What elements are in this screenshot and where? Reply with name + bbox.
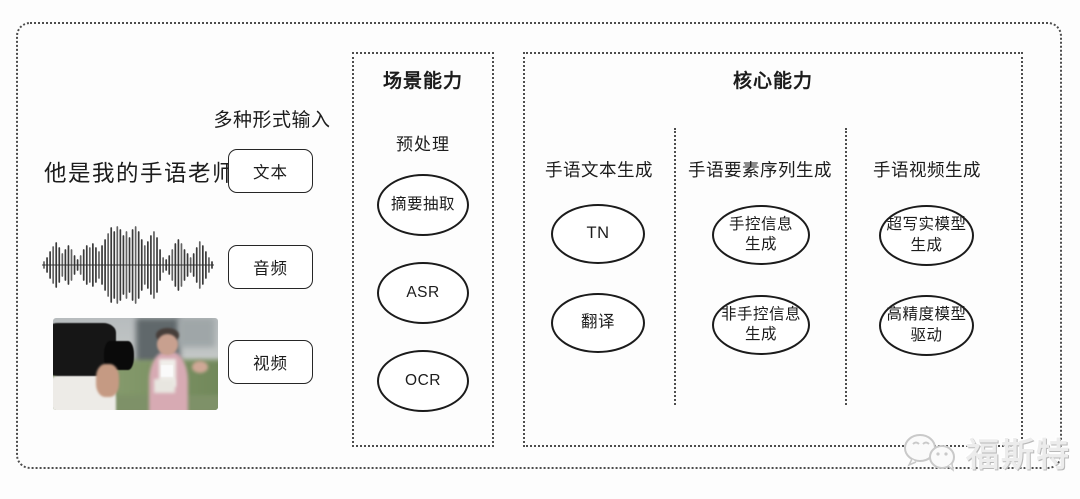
preprocess-label: 预处理 xyxy=(396,135,450,154)
audio-waveform-image xyxy=(42,226,214,304)
node-tn: TN xyxy=(551,204,645,264)
col-header-sign-text-generation: 手语文本生成 xyxy=(545,160,653,180)
core-column-divider-1 xyxy=(674,128,676,405)
audio-input-label: 音频 xyxy=(253,260,288,278)
photo-reporter-head-shape xyxy=(156,333,179,355)
node-non-manual-info-generation: 非手控信息生成 xyxy=(712,295,810,355)
node-hyperrealistic-model-generation: 超写实模型生成 xyxy=(879,205,974,266)
photo-hand-shape xyxy=(191,361,209,374)
node-manual-info-generation: 手控信息生成 xyxy=(712,205,810,265)
col-header-sign-element-sequence-generation: 手语要素序列生成 xyxy=(688,160,832,180)
core-column-divider-2 xyxy=(845,128,847,405)
sample-sentence-text: 他是我的手语老师 xyxy=(44,161,237,186)
wechat-emoji-icon xyxy=(904,434,955,472)
photo-microphone-shape xyxy=(161,364,173,377)
input-forms-title: 多种形式输入 xyxy=(213,110,331,131)
watermark-text: 福斯特 xyxy=(966,436,1071,473)
node-ocr: OCR xyxy=(377,350,469,412)
scene-capability-panel xyxy=(352,52,494,447)
core-capability-panel xyxy=(523,52,1023,447)
scene-panel-title: 场景能力 xyxy=(382,71,463,92)
node-asr: ASR xyxy=(377,262,469,324)
outer-dashed-border xyxy=(16,22,1062,469)
node-high-precision-model-driving: 高精度模型驱动 xyxy=(879,295,974,356)
col-header-sign-video-generation: 手语视频生成 xyxy=(873,160,981,180)
core-panel-title: 核心能力 xyxy=(732,71,813,92)
audio-input-box: 音频 xyxy=(228,245,313,289)
watermark: 福斯特 xyxy=(898,428,1071,476)
text-input-box: 文本 xyxy=(228,149,313,193)
text-input-label: 文本 xyxy=(253,164,288,182)
reporter-photo xyxy=(53,318,218,410)
node-translation: 翻译 xyxy=(551,293,645,353)
video-input-box: 视频 xyxy=(228,340,313,384)
photo-building2-shape xyxy=(178,318,215,348)
node-summary-extraction: 摘要抽取 xyxy=(377,174,469,236)
video-input-label: 视频 xyxy=(253,355,288,373)
photo-papers-shape xyxy=(153,378,176,394)
photo-cameraman-arm-shape xyxy=(95,364,119,398)
